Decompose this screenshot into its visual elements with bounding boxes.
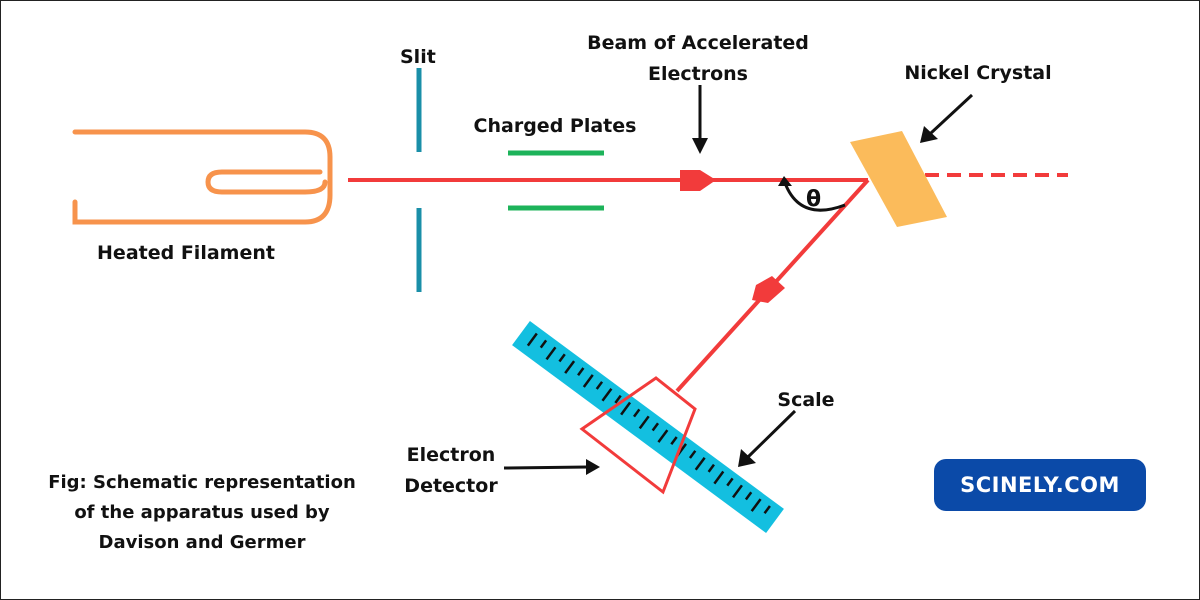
scale-tick <box>614 394 622 404</box>
scattered-beam-arrow <box>752 276 785 303</box>
caption-line3: Davison and Germer <box>98 532 306 553</box>
detector-label-line1: Electron <box>407 444 496 466</box>
scale-tick <box>713 470 725 485</box>
scale-tick <box>657 429 669 443</box>
filament-inner-loop <box>205 169 328 195</box>
heated-filament-label: Heated Filament <box>97 242 275 264</box>
scale-tick <box>670 436 678 445</box>
scale-tick <box>539 339 548 349</box>
scale-tick <box>582 374 594 388</box>
charged-plates-label: Charged Plates <box>474 115 637 137</box>
scale-tick <box>763 505 771 514</box>
theta-angle-arc <box>783 182 846 212</box>
electron-detector <box>579 376 697 495</box>
pointer-detector <box>503 459 600 475</box>
caption-line2: of the apparatus used by <box>74 502 330 523</box>
scale-tick <box>750 498 762 512</box>
scale-tick <box>726 477 734 487</box>
scale-tick <box>744 491 753 501</box>
scale-ticks <box>526 332 771 514</box>
scale-tick <box>601 387 613 402</box>
nickel-crystal <box>850 131 947 227</box>
brand-badge[interactable]: SCINELY.COM <box>934 459 1146 511</box>
scale-tick <box>638 415 650 430</box>
scale-tick <box>545 346 557 361</box>
theta-label: θ <box>806 187 821 212</box>
beam-label-line1: Beam of Accelerated <box>587 32 809 54</box>
scale <box>512 320 784 534</box>
pointer-beam <box>692 85 708 154</box>
theta-arc-arrowhead <box>778 176 792 186</box>
scale-label: Scale <box>777 389 834 411</box>
pointer-nickel-crystal <box>920 93 974 143</box>
detector-label-line2: Detector <box>404 475 498 497</box>
heated-filament <box>72 129 333 225</box>
slit-label: Slit <box>400 46 436 68</box>
scale-tick <box>564 360 576 374</box>
scale-tick <box>732 484 743 499</box>
scale-tick <box>633 408 641 418</box>
scale-tick <box>577 367 585 376</box>
nickel-crystal-label: Nickel Crystal <box>904 62 1051 84</box>
beam-label-line2: Electrons <box>648 63 748 85</box>
figure-caption: Fig: Schematic representation of the app… <box>22 468 382 558</box>
scale-tick <box>620 401 632 416</box>
scale-tick <box>558 353 566 363</box>
beam-direction-arrow <box>680 170 716 191</box>
scale-tick <box>694 456 706 471</box>
scale-tick <box>688 450 697 459</box>
caption-line1: Fig: Schematic representation <box>48 472 356 493</box>
scale-tick <box>526 332 538 347</box>
scale-tick <box>595 381 604 390</box>
scale-tick <box>707 463 715 473</box>
scale-tick <box>651 422 660 432</box>
pointer-scale <box>738 409 797 467</box>
